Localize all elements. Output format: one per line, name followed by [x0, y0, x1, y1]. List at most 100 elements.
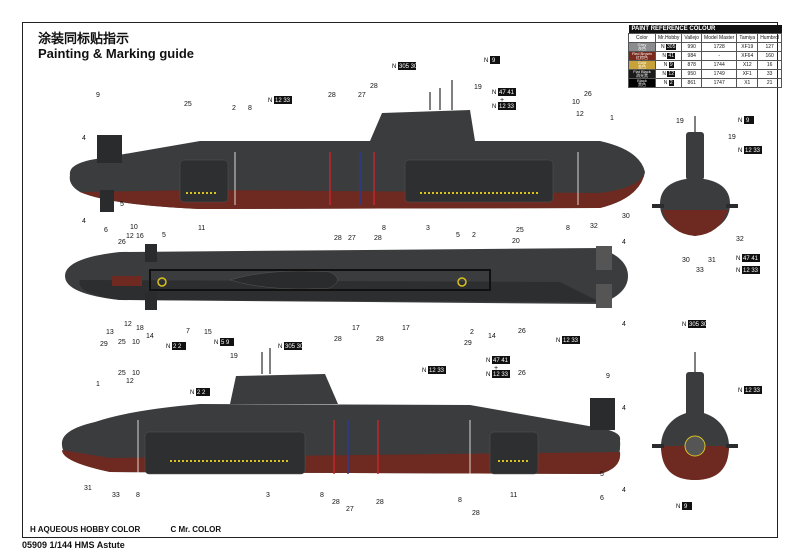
- hatch-ring: [157, 277, 167, 287]
- callout-number: 32: [590, 223, 598, 230]
- callout-number: 32: [736, 236, 744, 243]
- callout-number: 17: [402, 325, 410, 332]
- callout-number: 8: [248, 105, 252, 112]
- callout-number: 26: [518, 370, 526, 377]
- paint-cell-text: 878: [687, 62, 696, 68]
- paint-cell-modelmaster: 1747: [701, 78, 738, 88]
- paint-tag-letter: N: [736, 256, 740, 262]
- callout-number: 3: [426, 225, 430, 232]
- paint-cell-text: 灰色: [638, 46, 646, 51]
- paint-tag-letter: N: [278, 344, 282, 350]
- legend-mr-color: C Mr. COLOR: [170, 525, 235, 534]
- paint-cell-text: Gold: [637, 60, 647, 65]
- callout-number: 16: [136, 233, 144, 240]
- sail-front: [686, 372, 704, 422]
- callout-number: 33: [112, 492, 120, 499]
- paint-tag-letter: N: [682, 322, 686, 328]
- paint-cell-text: Grey: [637, 42, 647, 47]
- paint-tag-code: 305 308: [399, 64, 421, 70]
- callout-number: 4: [82, 218, 86, 225]
- paint-cell-text: 950: [687, 71, 696, 77]
- paint-cell-text: 21: [766, 80, 773, 86]
- callout-number: 1: [610, 115, 614, 122]
- legend-aqueous-prefix: H: [30, 525, 36, 534]
- callout-number: 10: [130, 224, 138, 231]
- callout-number: 19: [474, 84, 482, 91]
- sail-top: [370, 110, 475, 141]
- rudder-top-view: [596, 284, 612, 308]
- callout-number: 4: [622, 239, 626, 246]
- paint-tag: N 12 33: [492, 102, 516, 110]
- callout-number: 12: [124, 321, 132, 328]
- paint-tag: N 9: [738, 116, 754, 124]
- paint-cell-humbrol: 21: [757, 78, 783, 88]
- paint-tag-code: 305 308: [285, 344, 307, 350]
- callout-number: 25: [516, 227, 524, 234]
- paint-tag-letter: N: [492, 104, 496, 110]
- callout-number: 10: [132, 370, 140, 377]
- callout-number: 5: [162, 232, 166, 239]
- paint-tag: N 305 308: [392, 62, 421, 70]
- callout-number: 27: [346, 506, 354, 513]
- paint-tag-code: 5 9: [221, 340, 230, 346]
- paint-tag: N 305 308: [682, 320, 711, 328]
- callout-number: 12: [576, 111, 584, 118]
- callout-number: 9: [96, 92, 100, 99]
- paint-tag-code: 2 2: [197, 390, 206, 396]
- paint-tag-code: 12 33: [429, 368, 445, 374]
- paint-tag-code: 12 33: [275, 98, 291, 104]
- page-title: Painting & Marking guide: [38, 46, 195, 61]
- callout-number: 4: [82, 135, 86, 142]
- callout-number: 6: [104, 227, 108, 234]
- legend-mr-color-prefix: C: [170, 525, 177, 534]
- paint-tag-letter: N: [492, 90, 496, 96]
- paint-cell-text: Flat Black: [633, 69, 651, 74]
- callout-number: 15: [204, 329, 212, 336]
- callout-number: 1: [96, 381, 100, 388]
- paint-cell-text: X12: [742, 62, 752, 68]
- paint-cell-text: 1744: [713, 62, 725, 68]
- callout-number: 33: [696, 267, 704, 274]
- callout-number: 2: [472, 232, 476, 239]
- paint-tag-letter: N: [738, 118, 742, 124]
- paint-tag-letter: N: [392, 64, 396, 70]
- paint-cell-text: N: [662, 53, 667, 59]
- paint-cell-text: 160: [765, 53, 774, 59]
- callout-number: 19: [728, 134, 736, 141]
- callout-number: 9: [606, 373, 610, 380]
- paint-tag-code: 12 33: [563, 338, 579, 344]
- callout-number: 2: [470, 329, 474, 336]
- callout-number: 5: [600, 471, 604, 478]
- paint-tag: N 12 33: [486, 370, 510, 378]
- paint-cell-text: 127: [765, 44, 774, 50]
- callout-number: 14: [146, 333, 154, 340]
- callout-number: 8: [382, 225, 386, 232]
- callout-number: 19: [676, 118, 684, 125]
- paint-tag-code: 12 33: [499, 104, 515, 110]
- paint-tag-code: 12 33: [745, 388, 761, 394]
- paint-tag: N 12 33: [268, 96, 292, 104]
- callout-number: 31: [84, 485, 92, 492]
- hull-panel: [179, 159, 229, 203]
- hull-panel: [404, 159, 554, 203]
- paint-tag: N 47 41: [736, 254, 760, 262]
- callout-number: 18: [136, 325, 144, 332]
- paint-tag: N 9: [484, 56, 500, 64]
- legend-aqueous: H AQUEOUS HOBBY COLOR: [30, 525, 154, 534]
- paint-cell-text: Red Brown: [632, 51, 652, 56]
- paint-cell-text: 41: [667, 53, 675, 59]
- paint-tag-letter: N: [486, 358, 490, 364]
- sail-top-view: [229, 270, 338, 290]
- hydroplane: [652, 444, 664, 448]
- callout-number: 20: [512, 238, 520, 245]
- paint-cell-text: 金色: [638, 64, 646, 69]
- callout-number: 8: [566, 225, 570, 232]
- callout-number: 28: [472, 510, 480, 517]
- paint-reference-table: PAINT REFERENCE COLOUR Color Mr.Hobby Va…: [628, 25, 783, 88]
- paint-table-title: PAINT REFERENCE COLOUR: [628, 25, 782, 34]
- callout-number: 28: [334, 235, 342, 242]
- plus-sign: +: [494, 365, 498, 372]
- callout-number: 5: [456, 232, 460, 239]
